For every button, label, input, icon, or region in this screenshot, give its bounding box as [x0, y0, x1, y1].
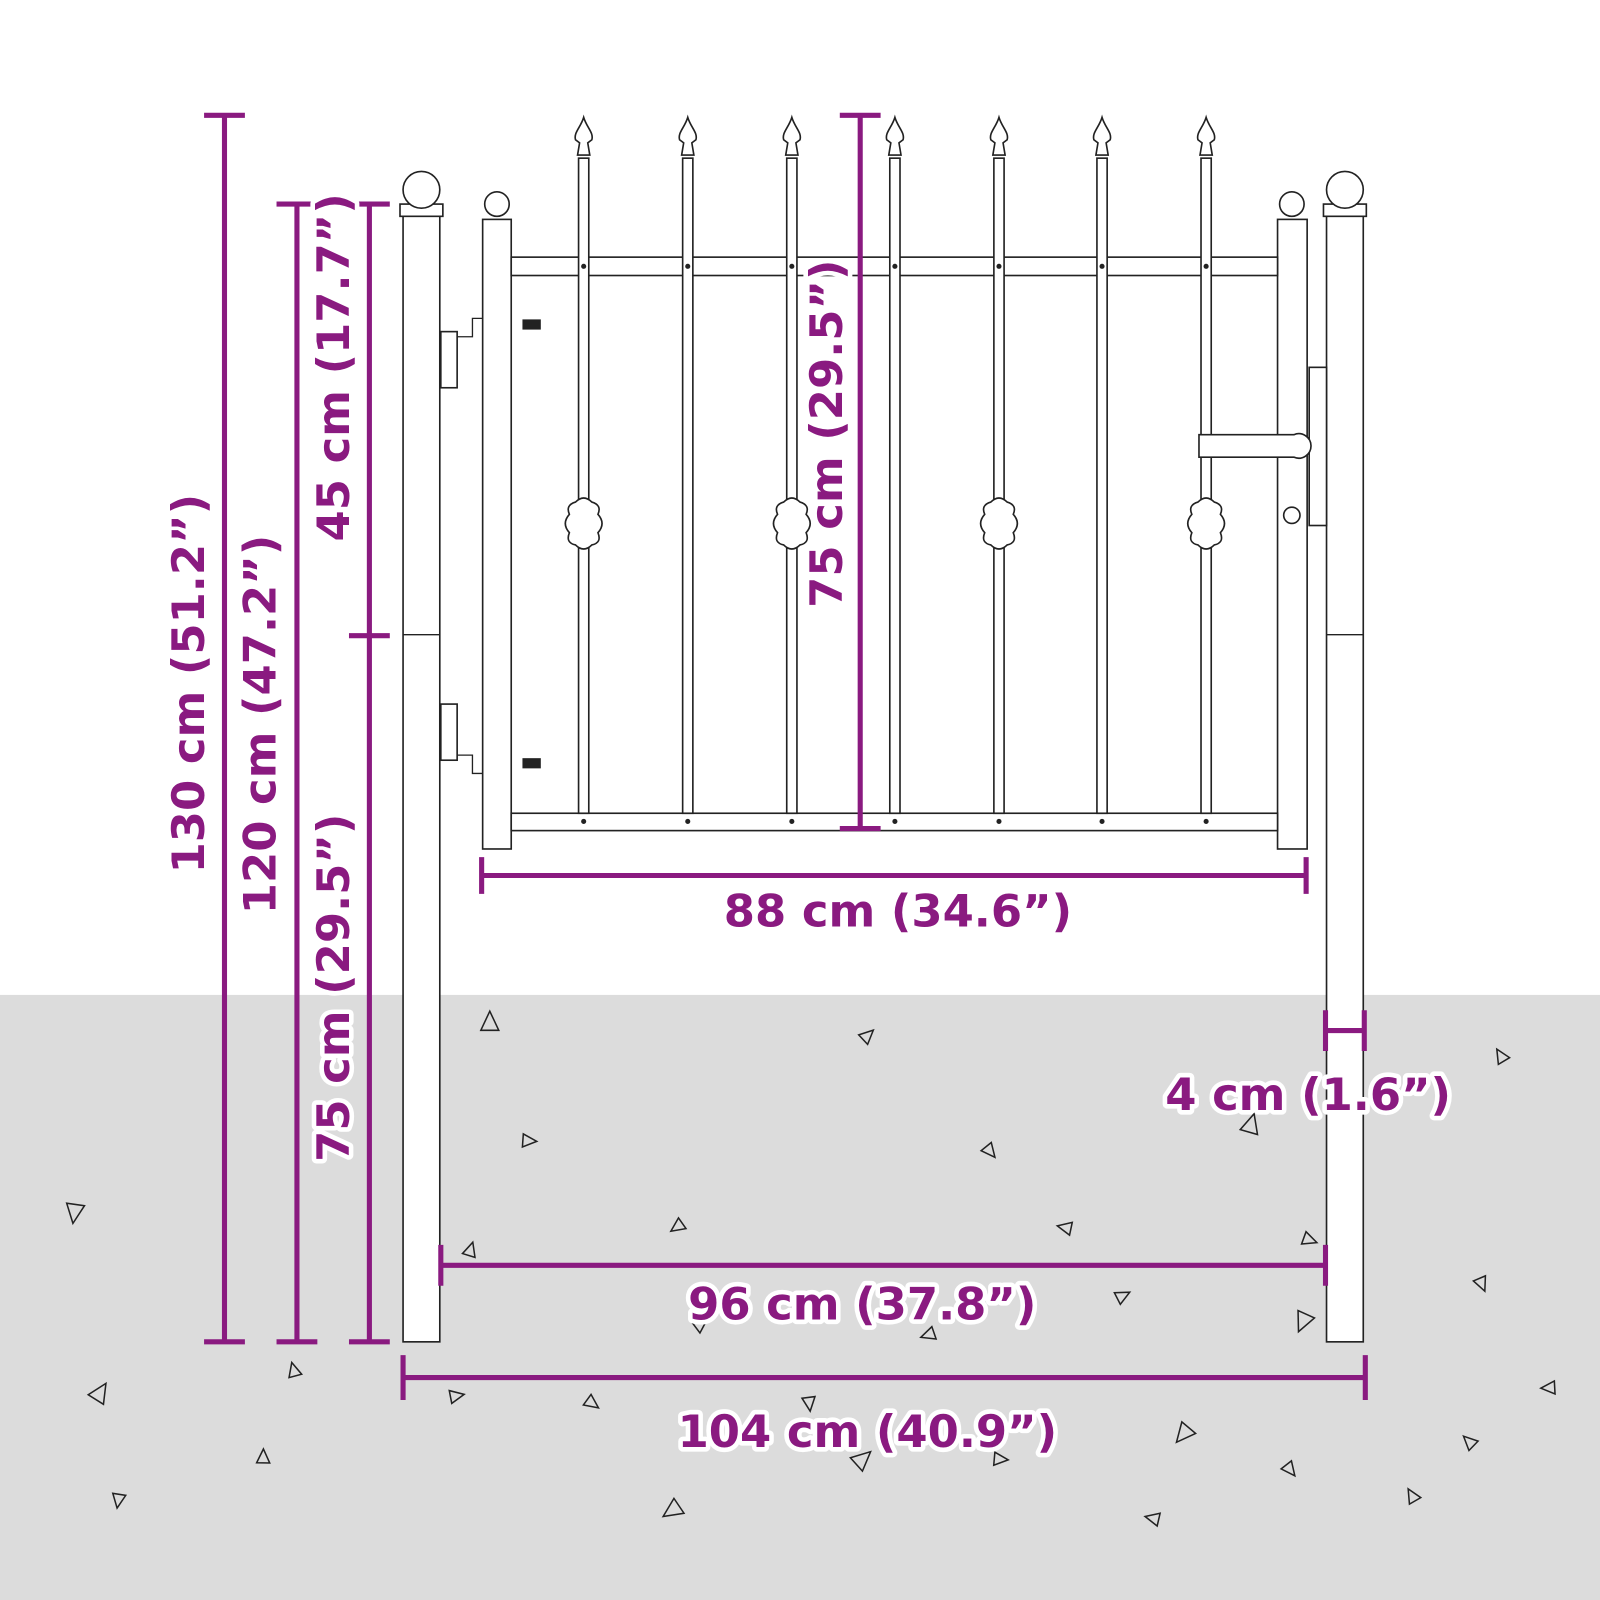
dim-post-height: 120 cm (47.2”)	[229, 201, 318, 1345]
dim-upper-section: 45 cm (17.7”)	[302, 189, 390, 639]
dim-post-width: 4 cm (1.6”)	[1161, 1010, 1456, 1126]
lower-hinge	[440, 703, 541, 775]
label-lower-section: 75 cm (29.5”)	[307, 814, 360, 1162]
gravel-stone	[689, 1319, 708, 1335]
gravel-stone	[582, 1392, 600, 1409]
gravel-stone	[919, 1325, 938, 1340]
dim-lower-section: 75 cm (29.5”)	[302, 635, 390, 1345]
gravel-stone	[1175, 1420, 1198, 1444]
dim-gate-width: 88 cm (34.6”)	[479, 857, 1309, 942]
label-total-height: 130 cm (51.2”)	[162, 494, 215, 874]
gravel-stone	[111, 1492, 128, 1510]
door-handle	[1198, 432, 1312, 459]
right-post	[1322, 170, 1368, 1343]
gravel-stone	[461, 1240, 476, 1259]
label-gate-width: 88 cm (34.6”)	[724, 885, 1072, 938]
gravel-stone	[661, 1496, 686, 1518]
gravel-stone	[1539, 1379, 1556, 1396]
picket	[1186, 114, 1226, 824]
label-inner-distance: 96 cm (37.8”)	[688, 1277, 1036, 1330]
label-gate-height: 75 cm (29.5”)	[800, 260, 853, 608]
upper-hinge	[440, 317, 541, 389]
gravel-stone	[1495, 1047, 1511, 1066]
gravel-stone	[1143, 1512, 1162, 1528]
gravel-stone	[86, 1381, 107, 1406]
left-post	[399, 170, 444, 1343]
picket	[1092, 114, 1112, 824]
gravel-stone	[1279, 1459, 1296, 1478]
gravel-stone	[1471, 1274, 1487, 1293]
gravel-stone	[1300, 1230, 1319, 1245]
label-post-width: 4 cm (1.6”)	[1165, 1068, 1451, 1121]
dim-gate-height: 75 cm (29.5”)	[795, 112, 881, 832]
gravel-stone	[1462, 1434, 1480, 1452]
gravel-stone	[288, 1360, 304, 1379]
dim-inner-distance: 96 cm (37.8”)	[438, 1244, 1329, 1335]
gravel-stone	[857, 1028, 875, 1046]
gravel-stone	[521, 1132, 539, 1149]
gravel-stone	[669, 1216, 688, 1233]
gravel-stone	[448, 1389, 466, 1405]
gravel-stone	[1297, 1309, 1316, 1334]
picket	[678, 114, 698, 824]
gravel-stone	[1113, 1291, 1132, 1306]
gravel-stone	[979, 1141, 997, 1159]
gravel-stone	[992, 1450, 1010, 1467]
picket	[885, 114, 905, 824]
label-outer-width: 104 cm (40.9”)	[678, 1405, 1058, 1458]
gravel-stone	[65, 1202, 86, 1226]
gravel-stone	[849, 1450, 872, 1473]
picket	[979, 114, 1019, 824]
gravel-stone	[800, 1395, 817, 1413]
gravel-stone	[255, 1447, 271, 1464]
picket	[772, 114, 812, 824]
ground-gravel	[65, 1009, 1556, 1528]
keyhole	[1282, 506, 1301, 525]
label-upper-section: 45 cm (17.7”)	[307, 193, 360, 541]
dim-total-height: 130 cm (51.2”)	[157, 112, 245, 1345]
picket	[564, 114, 603, 824]
gravel-stone	[1238, 1111, 1259, 1136]
label-post-height: 120 cm (47.2”)	[234, 535, 287, 915]
gravel-stone	[1407, 1487, 1423, 1506]
gate-leaf	[481, 114, 1328, 850]
dim-outer-width: 104 cm (40.9”)	[400, 1355, 1368, 1463]
gravel-stone	[479, 1009, 500, 1032]
gravel-stone	[1055, 1221, 1074, 1237]
